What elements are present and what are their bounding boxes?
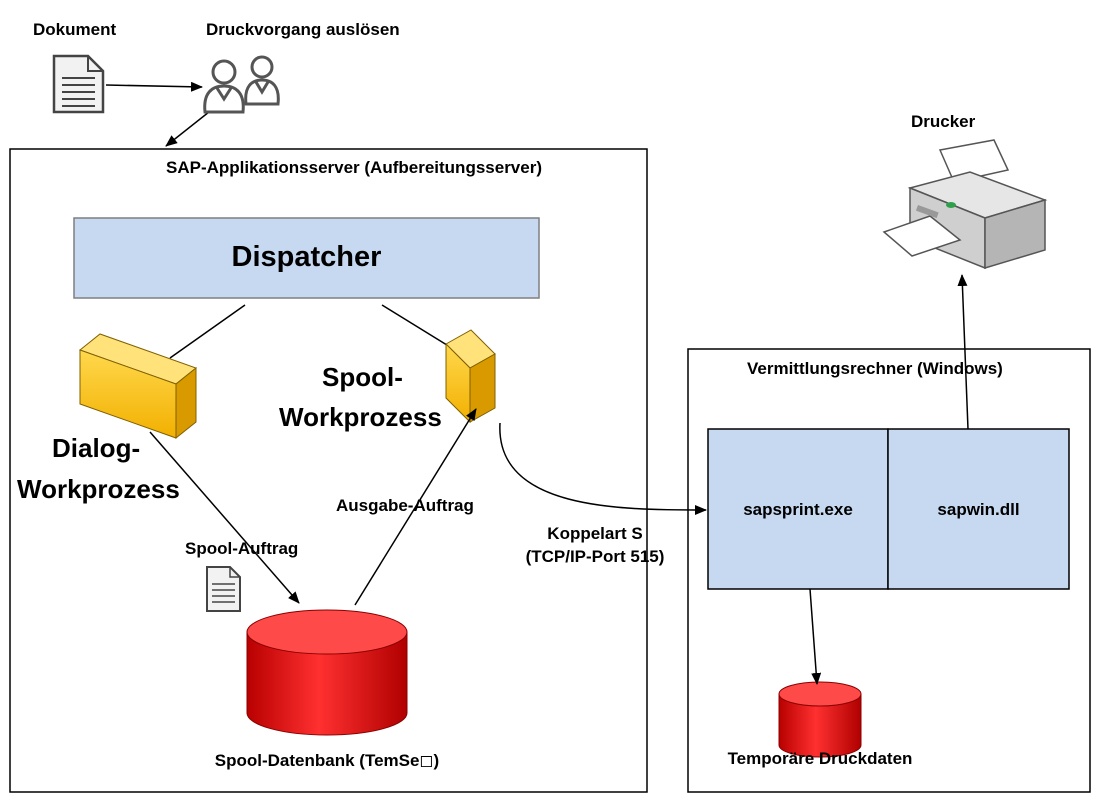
spool-database-icon (246, 609, 408, 736)
temp-database-icon (778, 681, 862, 758)
users-icon (203, 55, 280, 114)
dialog-workprocess-cube (78, 333, 198, 440)
dialog-wp-label-line2: Workprozess (17, 474, 180, 504)
sapwin-to-printer-arrow (957, 274, 969, 430)
sapsprint-to-temp-arrow (809, 588, 822, 685)
app-server-frame (9, 148, 648, 793)
trigger-label: Druckvorgang auslösen (206, 20, 400, 39)
sapsprint-label: sapsprint.exe (743, 500, 853, 519)
output-request-label: Ausgabe-Auftrag (336, 496, 474, 515)
dispatcher-spool-line (381, 304, 456, 351)
spool-wp-label-line1: Spool- (322, 362, 403, 392)
temp-db-label: Temporäre Druckdaten (727, 749, 913, 768)
document-label: Dokument (33, 20, 117, 39)
spool-workprocess-cube (445, 329, 496, 424)
spool-wp-label-line2: Workprozess (279, 402, 442, 432)
spool-document-icon (206, 566, 241, 612)
connection-line1: Koppelart S (547, 524, 643, 543)
document-icon (52, 54, 105, 114)
printer-icon (882, 139, 1048, 270)
connection-line2: (TCP/IP-Port 515) (525, 547, 665, 566)
sapwin-box (887, 428, 1070, 590)
spool-db-label: Spool-Datenbank (TemSe◻) (214, 751, 440, 770)
relay-frame (687, 348, 1091, 793)
app-server-title: SAP-Applikationsserver (Aufbereitungsser… (166, 158, 542, 177)
printer-label: Drucker (911, 112, 976, 131)
sapwin-label: sapwin.dll (937, 500, 1020, 519)
users-to-server-arrow (165, 107, 215, 147)
relay-title: Vermittlungsrechner (Windows) (747, 359, 1003, 378)
dialog-to-db-arrow (149, 431, 300, 604)
doc-to-users-arrow (105, 81, 203, 92)
dispatcher-label: Dispatcher (231, 241, 382, 273)
dialog-wp-label-line1: Dialog- (52, 433, 141, 463)
spool-to-sapsprint-arrow (499, 422, 707, 515)
dispatcher-box (73, 217, 540, 299)
spool-request-label: Spool-Auftrag (185, 539, 299, 558)
dispatcher-dialog-line (169, 304, 246, 359)
sapsprint-box (707, 428, 889, 590)
db-to-spool-arrow (354, 408, 477, 606)
